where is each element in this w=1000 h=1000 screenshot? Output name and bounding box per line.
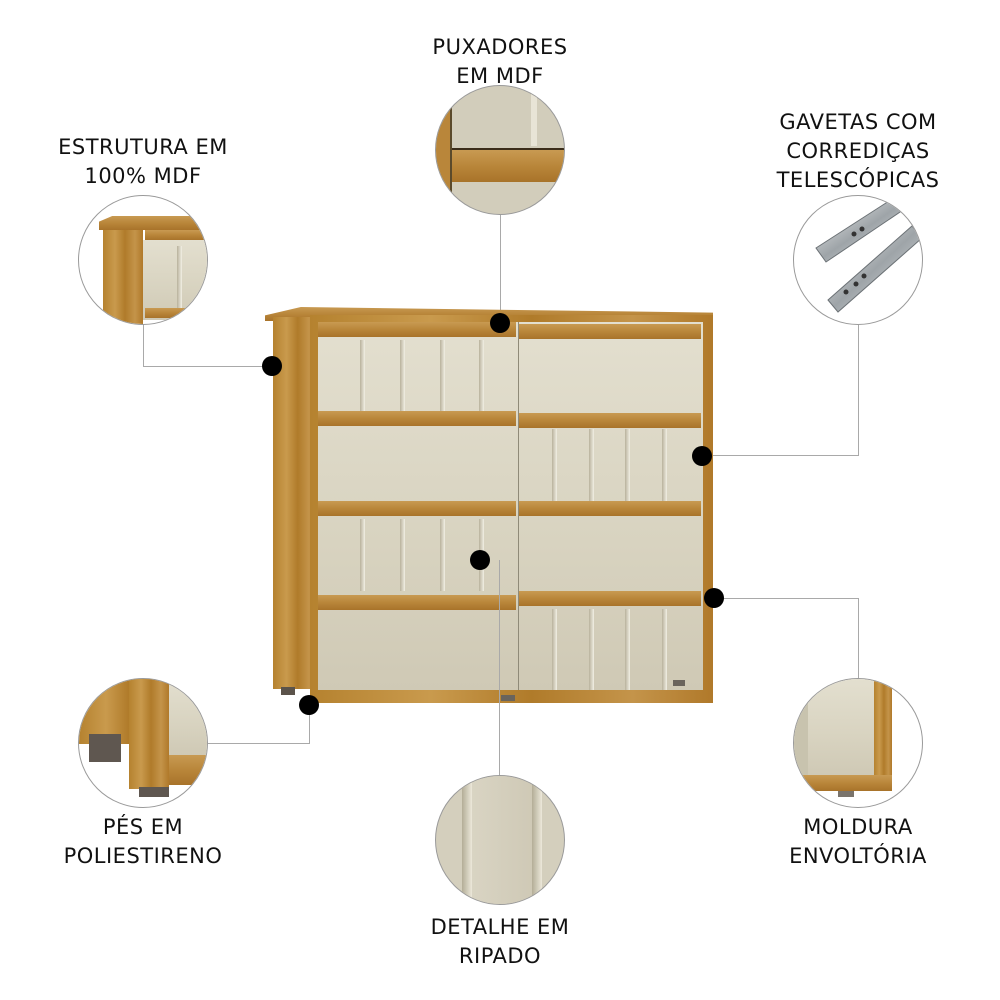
connector-gavetas (858, 325, 859, 456)
slat (552, 609, 557, 690)
slat (662, 609, 667, 690)
connector-moldura (858, 598, 859, 678)
callout-dot-puxadores[interactable] (490, 313, 510, 333)
slat (360, 340, 365, 412)
slat (400, 340, 405, 412)
detail-circle-estrutura (78, 195, 208, 325)
slat (625, 429, 630, 501)
label-line: PÉS EM (102, 815, 184, 839)
connector-pes (309, 705, 310, 743)
label-line: POLIESTIRENO (63, 844, 223, 868)
drawer-pull[interactable] (318, 501, 516, 516)
connector-pes (208, 743, 310, 744)
slat (625, 609, 630, 690)
slat (360, 519, 365, 591)
label-gavetas: GAVETAS COM CORREDIÇAS TELESCÓPICAS (748, 108, 968, 195)
slat (662, 429, 667, 501)
slat (440, 519, 445, 591)
drawer-pull[interactable] (318, 322, 516, 337)
detail-circle-puxadores (435, 85, 565, 215)
label-puxadores: PUXADORES EM MDF (400, 33, 600, 91)
slat (589, 429, 594, 501)
label-estrutura: ESTRUTURA EM 100% MDF (43, 133, 243, 191)
drawer-row-3 (318, 501, 703, 591)
cabinet-foot (673, 680, 685, 686)
callout-dot-gavetas[interactable] (692, 446, 712, 466)
telescopic-slide-icon (815, 200, 922, 313)
connector-moldura (714, 598, 858, 599)
drawer-pull[interactable] (318, 595, 516, 610)
slat (440, 340, 445, 412)
label-pes: PÉS EM POLIESTIRENO (43, 813, 243, 871)
connector-estrutura (143, 325, 144, 366)
connector-puxadores (500, 215, 501, 323)
slat (400, 519, 405, 591)
label-line: PUXADORES (432, 35, 568, 59)
drawer-pull[interactable] (318, 411, 516, 426)
detail-circle-moldura (793, 678, 923, 808)
callout-dot-estrutura[interactable] (262, 356, 282, 376)
callout-dot-pes[interactable] (299, 695, 319, 715)
center-divider (518, 322, 519, 690)
label-line: 100% MDF (84, 164, 202, 188)
drawer-row-1 (318, 322, 703, 412)
label-line: RIPADO (458, 944, 542, 968)
cabinet-illustration (265, 307, 713, 703)
slat (552, 429, 557, 501)
detail-circle-detalhe (435, 775, 565, 905)
label-line: EM MDF (456, 64, 544, 88)
drawer-pull[interactable] (519, 413, 701, 428)
slat (589, 609, 594, 690)
slat (479, 340, 484, 412)
detail-circle-gavetas (793, 195, 923, 325)
label-moldura: MOLDURA ENVOLTÓRIA (758, 813, 958, 871)
drawer-pull[interactable] (519, 591, 701, 606)
label-line: TELESCÓPICAS (776, 168, 940, 192)
label-line: ESTRUTURA EM (58, 135, 228, 159)
connector-gavetas (702, 455, 859, 456)
label-line: DETALHE EM (430, 915, 570, 939)
drawer-row-4 (318, 591, 703, 690)
detail-circle-pes (78, 678, 208, 808)
connector-estrutura (143, 366, 273, 367)
label-detalhe: DETALHE EM RIPADO (400, 913, 600, 971)
drawer-pull[interactable] (519, 501, 701, 516)
drawer-row-2 (318, 411, 703, 501)
label-line: CORREDIÇAS (786, 139, 930, 163)
label-line: GAVETAS COM (779, 110, 937, 134)
label-line: MOLDURA (803, 815, 913, 839)
cabinet-foot (501, 695, 515, 701)
callout-dot-detalhe[interactable] (470, 550, 490, 570)
cabinet-foot (281, 687, 295, 695)
drawer-pull[interactable] (519, 324, 701, 339)
callout-dot-moldura[interactable] (704, 588, 724, 608)
label-line: ENVOLTÓRIA (789, 844, 927, 868)
connector-detalhe (499, 560, 500, 775)
